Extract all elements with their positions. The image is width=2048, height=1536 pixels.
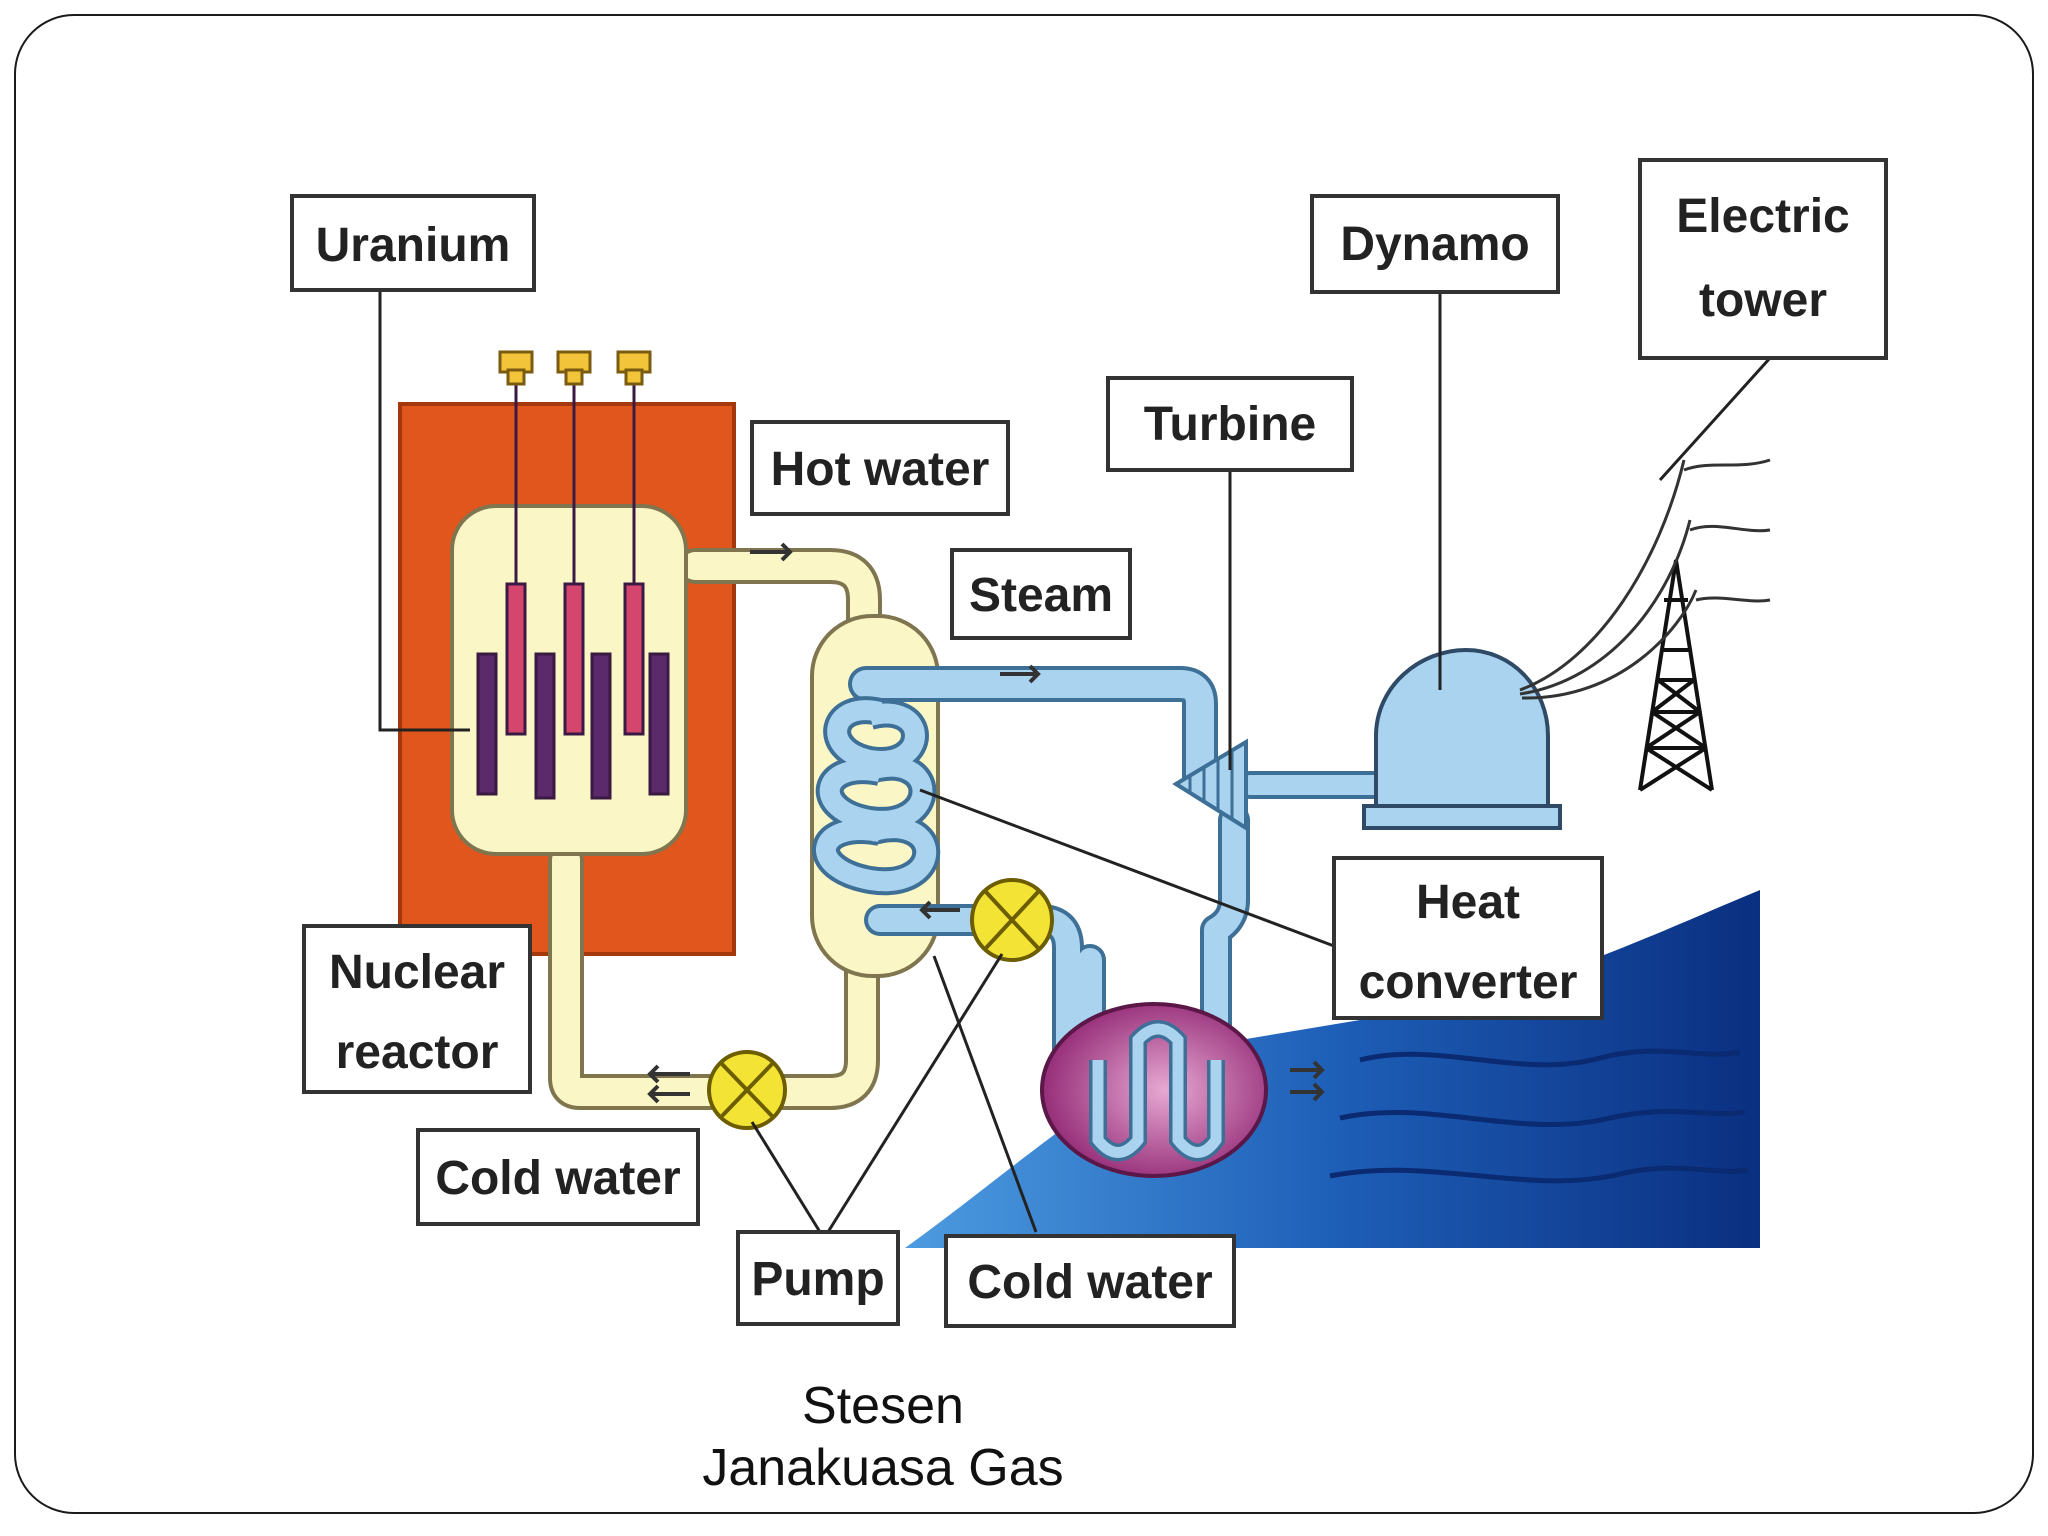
- svg-text:Heat: Heat: [1416, 876, 1520, 929]
- flow-arrows: [647, 542, 1325, 1104]
- pump-icon-right: [970, 878, 1054, 962]
- rod-caps: [498, 350, 652, 386]
- caption-line-1: Stesen: [802, 1377, 964, 1435]
- svg-text:tower: tower: [1699, 274, 1827, 327]
- leader-lines: [378, 290, 1772, 1233]
- label-turbine: Turbine: [1106, 376, 1354, 472]
- label-uranium: Uranium: [290, 194, 536, 292]
- svg-text:Uranium: Uranium: [316, 219, 511, 272]
- svg-text:Electric: Electric: [1676, 190, 1849, 243]
- svg-text:converter: converter: [1359, 956, 1578, 1009]
- label-steam: Steam: [950, 548, 1132, 640]
- svg-text:Steam: Steam: [969, 569, 1113, 622]
- caption-line-2: Janakuasa Gas: [702, 1439, 1064, 1497]
- svg-text:Nuclear: Nuclear: [329, 946, 505, 999]
- electric-tower-icon: [1638, 559, 1714, 792]
- uranium-rods: [476, 652, 670, 800]
- label-pump: Pump: [736, 1230, 900, 1326]
- sea-waves: [1329, 1048, 1749, 1184]
- power-lines: [1519, 458, 1771, 700]
- svg-text:Cold water: Cold water: [967, 1256, 1212, 1309]
- svg-text:Dynamo: Dynamo: [1340, 218, 1529, 271]
- pump-icon-left: [707, 1050, 787, 1130]
- svg-text:Pump: Pump: [751, 1253, 884, 1306]
- label-hot-water: Hot water: [750, 420, 1010, 516]
- control-rods: [505, 384, 645, 736]
- hot-water-loop: [548, 548, 882, 1110]
- label-cold-water-left: Cold water: [416, 1128, 700, 1226]
- svg-text:Hot water: Hot water: [771, 443, 990, 496]
- label-electric-tower: Electric tower: [1638, 158, 1888, 360]
- slide-caption: Stesen Janakuasa Gas: [0, 1375, 1766, 1499]
- label-nuclear-reactor: Nuclear reactor: [302, 924, 532, 1094]
- label-heat-converter: Heat converter: [1332, 856, 1604, 1020]
- svg-text:Cold water: Cold water: [435, 1152, 680, 1205]
- label-cold-water-right: Cold water: [944, 1234, 1236, 1328]
- svg-text:Turbine: Turbine: [1144, 398, 1316, 451]
- dynamo: [1374, 647, 1550, 812]
- label-dynamo: Dynamo: [1310, 194, 1560, 294]
- svg-text:reactor: reactor: [336, 1026, 499, 1079]
